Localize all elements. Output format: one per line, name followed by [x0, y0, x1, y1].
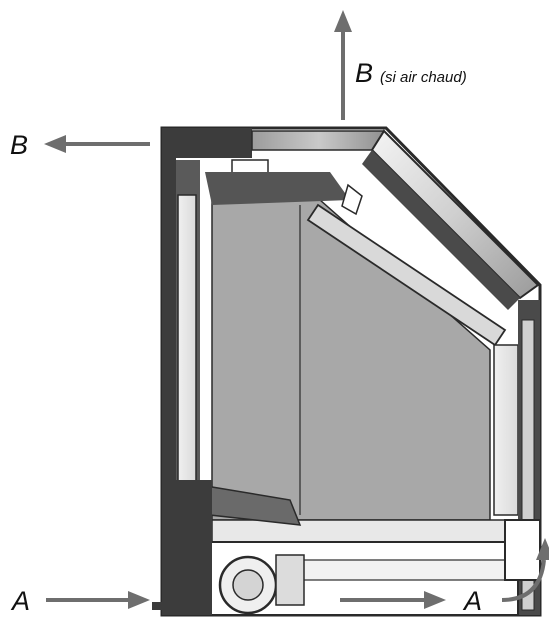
- label-a-right: A: [462, 586, 482, 616]
- arrow-b-left: [44, 135, 150, 153]
- left-frame-column: [162, 128, 176, 615]
- label-b-top: B: [355, 58, 373, 88]
- left-side-glass: [177, 194, 197, 486]
- label-b-left: B: [10, 130, 28, 160]
- diagonal-frame-bar: [362, 150, 520, 310]
- top-air-panel: [251, 130, 387, 151]
- bottom-channel: [299, 559, 511, 581]
- fireplace-body: [152, 126, 542, 617]
- left-foot: [152, 602, 192, 610]
- label-b-top-note: (si air chaud): [380, 69, 467, 86]
- top-vent-slot: [231, 159, 269, 175]
- firebox-top-band: [205, 172, 350, 205]
- arrow-a-bottom: [340, 591, 446, 609]
- arrow-a-right-curve: [501, 538, 549, 602]
- fan-housing: [275, 554, 305, 606]
- baffle-bracket: [341, 183, 363, 216]
- top-frame: [162, 128, 252, 158]
- arrow-b-top: [334, 10, 352, 120]
- arrow-a-left: [46, 591, 150, 609]
- right-side-glass: [493, 344, 519, 516]
- airflow-arrows: [44, 10, 549, 609]
- right-outlet-box: [504, 519, 541, 581]
- fan-hub: [232, 569, 264, 601]
- bottom-left-frame: [176, 480, 212, 615]
- label-a-left: A: [10, 586, 30, 616]
- hearth-floor: [211, 519, 519, 543]
